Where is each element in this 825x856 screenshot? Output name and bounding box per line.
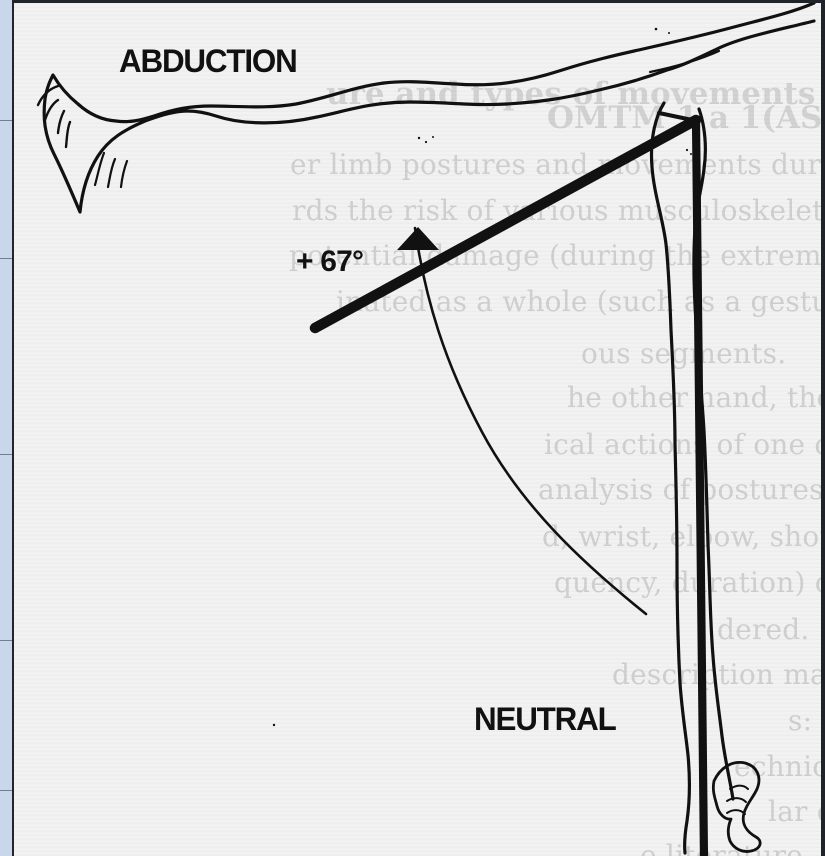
hand-fingers-lower — [95, 153, 127, 187]
figure-frame: ure and types of movements OMTM 1 a 1(AS… — [14, 0, 825, 856]
scan-dot — [668, 32, 670, 34]
angle-arc — [415, 228, 646, 614]
upper-arm-neutral-outline — [652, 103, 690, 853]
scan-dot — [686, 149, 688, 151]
abduction-label: ABDUCTION — [119, 45, 297, 77]
scan-dot — [690, 153, 692, 155]
vertical-reference-line — [696, 121, 704, 856]
neutral-label: NEUTRAL — [474, 703, 616, 735]
gutter-tick — [0, 454, 12, 455]
left-gutter — [0, 0, 14, 856]
neutral-hand-outline — [713, 762, 760, 851]
gutter-tick — [0, 258, 12, 259]
gutter-tick — [0, 120, 12, 121]
scan-dot — [655, 28, 658, 31]
scan-dot — [273, 724, 275, 726]
abduction-angle-line — [315, 120, 696, 328]
gutter-tick — [0, 640, 12, 641]
scan-dot — [432, 136, 434, 138]
gutter-tick — [0, 790, 12, 791]
abduction-diagram — [14, 3, 825, 856]
scan-dot — [418, 137, 420, 139]
angle-direction-arrowhead — [397, 227, 439, 250]
angle-label: + 67° — [296, 247, 363, 277]
scan-dot — [425, 141, 427, 143]
